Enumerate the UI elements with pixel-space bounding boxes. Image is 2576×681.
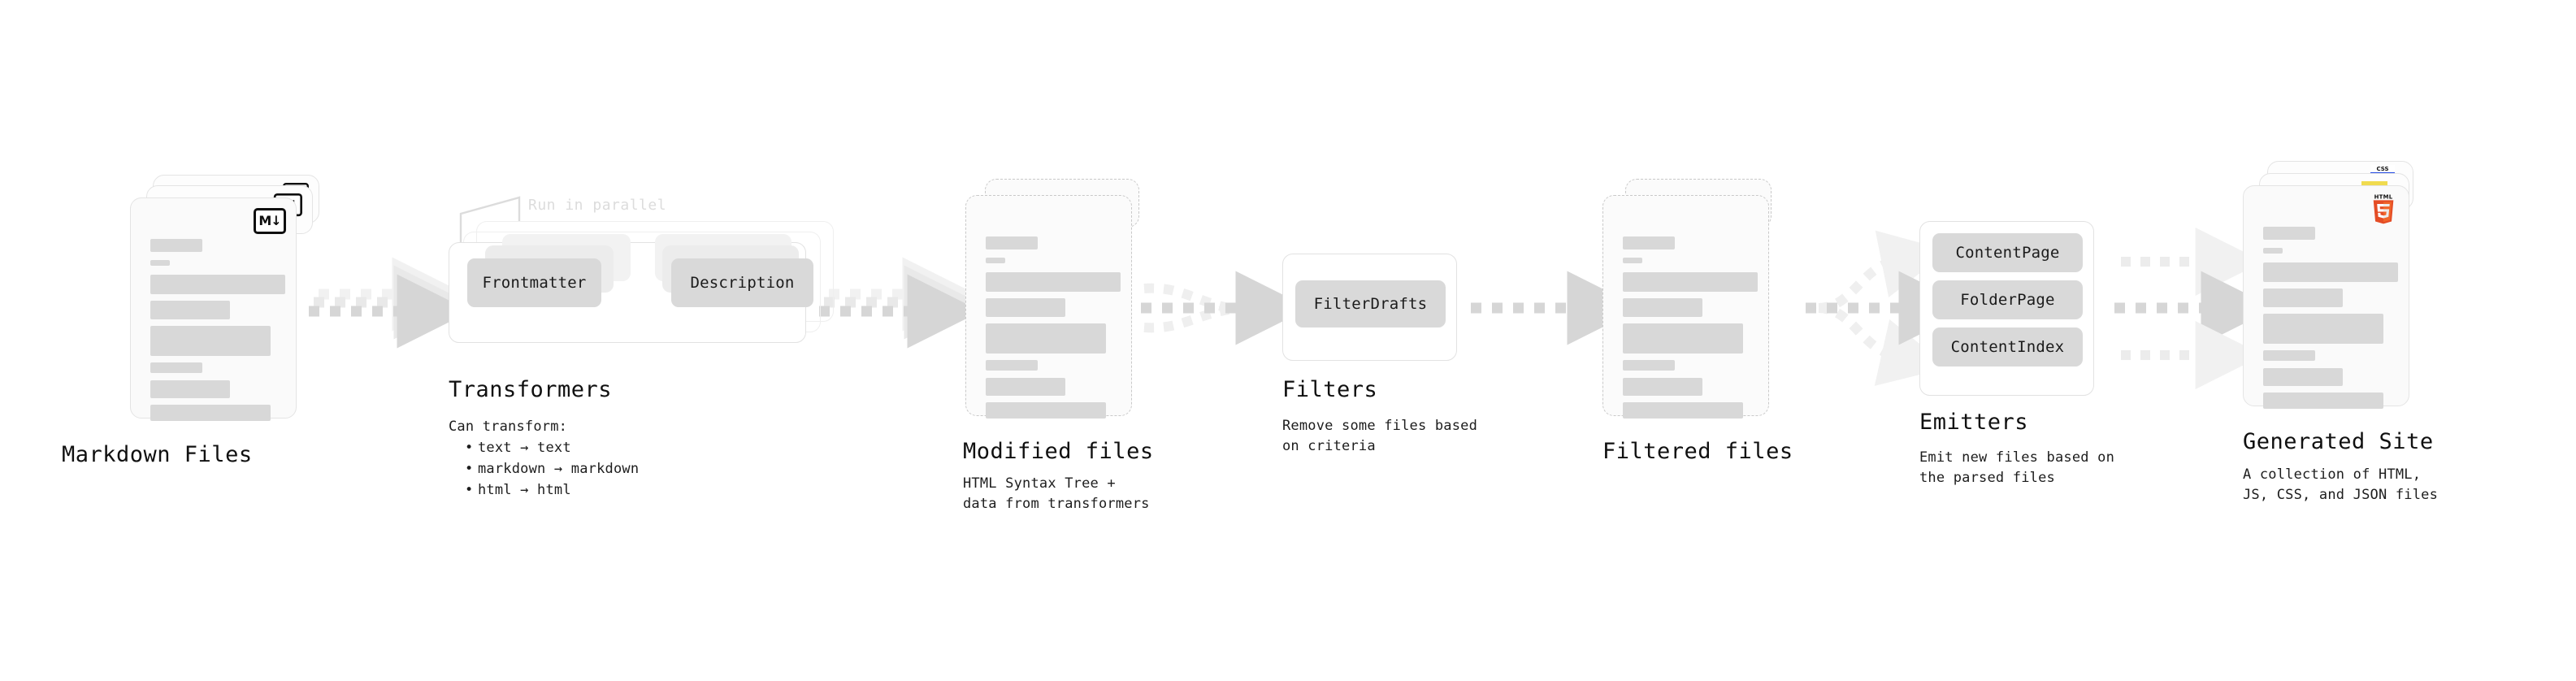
emitter-chip-folderpage[interactable]: FolderPage — [1932, 280, 2083, 319]
content-bar — [150, 326, 271, 356]
content-bar — [2263, 393, 2383, 409]
content-bar — [1623, 360, 1675, 371]
svg-text:HTML: HTML — [2374, 193, 2393, 200]
content-bar — [2263, 350, 2315, 361]
content-bar — [150, 239, 202, 252]
content-bar — [1623, 236, 1675, 249]
markdown-card-front: M↓ — [130, 197, 297, 421]
stage-title-modified-files: Modified files — [963, 439, 1154, 464]
stage-title-filtered-files: Filtered files — [1602, 439, 1793, 464]
content-bar — [986, 298, 1065, 317]
content-bar — [2263, 288, 2343, 307]
content-bar — [1623, 323, 1743, 354]
stage-title-generated-site: Generated Site — [2243, 429, 2434, 454]
transformers-intro: Can transform: — [449, 419, 568, 435]
stage-title-markdown-files: Markdown Files — [62, 442, 253, 467]
modified-card-front — [965, 195, 1132, 419]
html5-icon: HTML — [2373, 193, 2394, 224]
stage-subtitle-generated-site: A collection of HTML, JS, CSS, and JSON … — [2243, 466, 2439, 503]
css-wordmark: CSS — [2376, 166, 2389, 172]
list-item: markdown → markdown — [465, 458, 639, 479]
content-bar — [2263, 262, 2398, 282]
list-item: html → html — [465, 479, 639, 501]
content-bar — [150, 405, 271, 421]
emitter-chip-contentpage[interactable]: ContentPage — [1932, 233, 2083, 272]
content-bar — [2263, 248, 2283, 254]
content-bar — [150, 260, 170, 266]
stage-subtitle-emitters: Emit new files based on the parsed files — [1919, 449, 2115, 486]
stage-subtitle-filters: Remove some files based on criteria — [1282, 418, 1478, 454]
content-bar — [1623, 298, 1702, 317]
content-bar — [1623, 258, 1642, 263]
arrow-markdown-to-transformers — [309, 257, 471, 349]
content-bar — [986, 378, 1065, 396]
content-bar — [986, 272, 1121, 292]
content-bar — [150, 362, 202, 373]
content-bar — [1623, 402, 1743, 419]
content-bar — [1623, 378, 1702, 396]
emitter-chip-contentindex[interactable]: ContentIndex — [1932, 327, 2083, 367]
content-bar — [2263, 227, 2315, 240]
transformers-bullet-list: text → text markdown → markdown html → h… — [462, 437, 639, 501]
arrow-modified-to-filters — [1141, 271, 1310, 345]
stage-title-emitters: Emitters — [1919, 410, 2029, 435]
run-in-parallel-label: Run in parallel — [528, 197, 667, 214]
content-bar — [986, 323, 1106, 354]
content-bar — [986, 360, 1038, 371]
content-bar — [986, 236, 1038, 249]
arrow-transformers-to-modified — [819, 257, 982, 349]
content-bar — [150, 275, 285, 294]
stage-subtitle-modified-files: HTML Syntax Tree + data from transformer… — [963, 475, 1150, 512]
content-bar — [2263, 368, 2343, 386]
content-bar — [986, 402, 1106, 419]
arrow-emitters-to-site — [2114, 228, 2275, 389]
content-bar — [2263, 314, 2383, 344]
list-item: text → text — [465, 437, 639, 458]
arrow-filtered-to-emitters — [1806, 230, 1973, 386]
transformer-chip-description[interactable]: Description — [671, 258, 813, 307]
content-bar — [150, 301, 230, 319]
content-bar — [986, 258, 1005, 263]
stage-title-filters: Filters — [1282, 377, 1378, 402]
markdown-icon: M↓ — [254, 208, 286, 234]
content-bar — [150, 380, 230, 398]
content-bar — [1623, 272, 1758, 292]
transformer-chip-frontmatter[interactable]: Frontmatter — [467, 258, 601, 307]
stage-title-transformers: Transformers — [449, 377, 613, 402]
filtered-card-front — [1602, 195, 1769, 419]
site-card-front: HTML — [2243, 185, 2409, 409]
filter-chip-filterdrafts[interactable]: FilterDrafts — [1295, 280, 1446, 327]
